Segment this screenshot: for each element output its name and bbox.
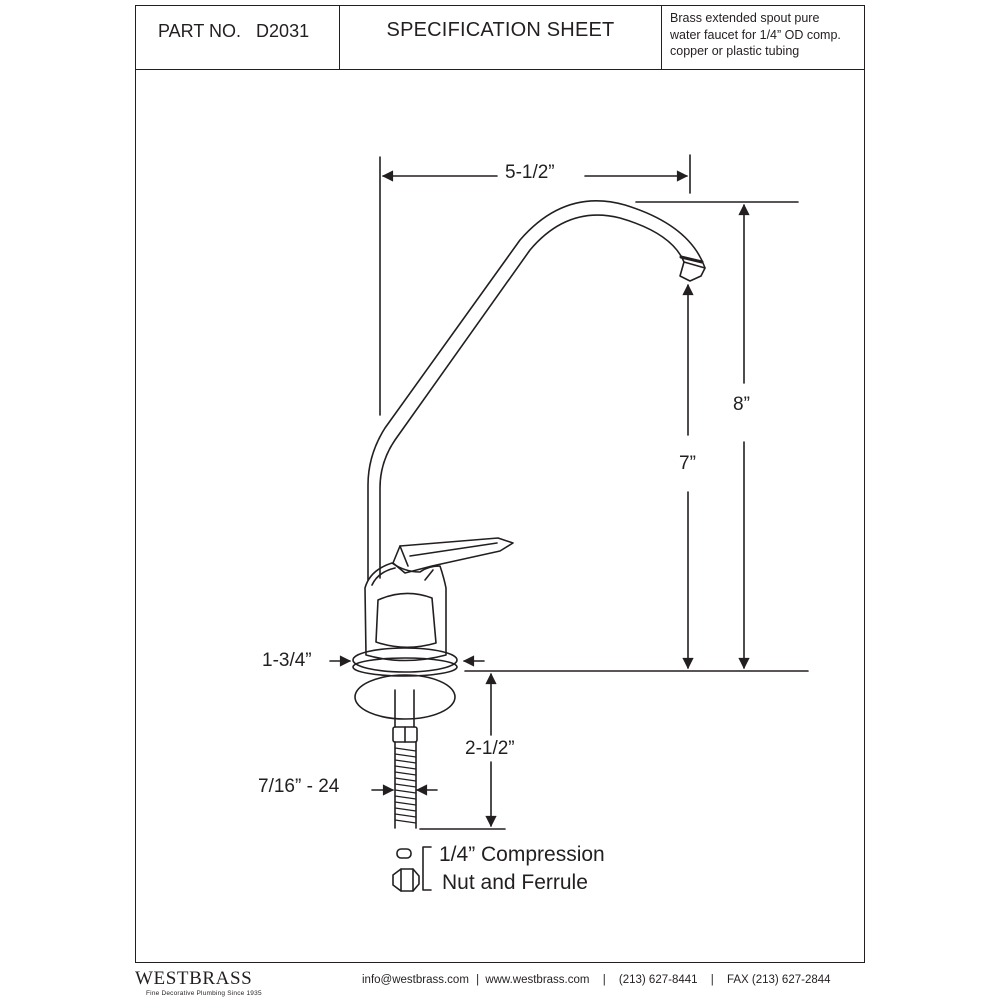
lever-detail [409,542,498,557]
separator: | [476,974,480,986]
body-latch [424,569,434,581]
fax-number: FAX (213) 627-2844 [726,974,831,986]
label-overall-height: 8” [733,394,750,415]
description-line: water faucet for 1/4” OD comp. [670,27,841,42]
title-block: PART NO. D2031 SPECIFICATION SHEET Brass… [136,6,864,70]
description-cell: Brass extended spout pure water faucet f… [662,6,866,69]
part-number: D2031 [256,21,310,41]
label-spout-height: 7” [679,453,696,474]
brand-tagline: Fine Decorative Plumbing Since 1935 [146,990,262,997]
title-cell: SPECIFICATION SHEET [340,6,662,69]
label-shank-length: 2-1/2” [465,738,515,759]
spec-sheet-frame: PART NO. D2031 SPECIFICATION SHEET Brass… [135,5,865,963]
part-number-cell: PART NO. D2031 [136,6,340,69]
description-line: Brass extended spout pure [670,11,820,25]
spout-inner [379,214,685,579]
gasket [354,674,456,720]
label-fitting-line1: 1/4” Compression [439,843,605,866]
ferrule [396,848,412,859]
body-crescent [371,567,396,586]
sheet-title: SPECIFICATION SHEET [386,19,615,41]
base-flange-lower [352,657,458,677]
email-link[interactable]: info@westbrass.com [362,974,469,986]
website-link[interactable]: www.westbrass.com [485,974,590,986]
label-thread: 7/16” - 24 [258,776,340,797]
part-label: PART NO. [158,21,242,41]
spout-tip [679,261,706,282]
label-fitting-line2: Nut and Ferrule [442,871,588,894]
description-line: copper or plastic tubing [670,44,800,58]
threads [394,747,417,824]
lever-pivot [399,545,409,567]
fitting-bracket [422,846,432,891]
compression-nut [392,868,420,892]
contact-info: info@westbrass.com | www.westbrass.com |… [362,974,831,986]
product-description: Brass extended spout pure water faucet f… [670,10,866,60]
label-base-diameter: 1-3/4” [262,650,312,671]
base-flange [352,647,458,673]
label-spout-reach: 5-1/2” [505,162,555,183]
body-cutout [375,592,437,649]
faucet-body [364,562,447,662]
lever-handle [392,537,514,574]
phone-number: (213) 627-8441 [618,974,698,986]
brand-logo: WESTBRASS [135,968,253,989]
spout-outer [367,200,706,581]
separator: | [602,974,606,986]
separator: | [710,974,714,986]
spout-tip-band [679,255,704,264]
